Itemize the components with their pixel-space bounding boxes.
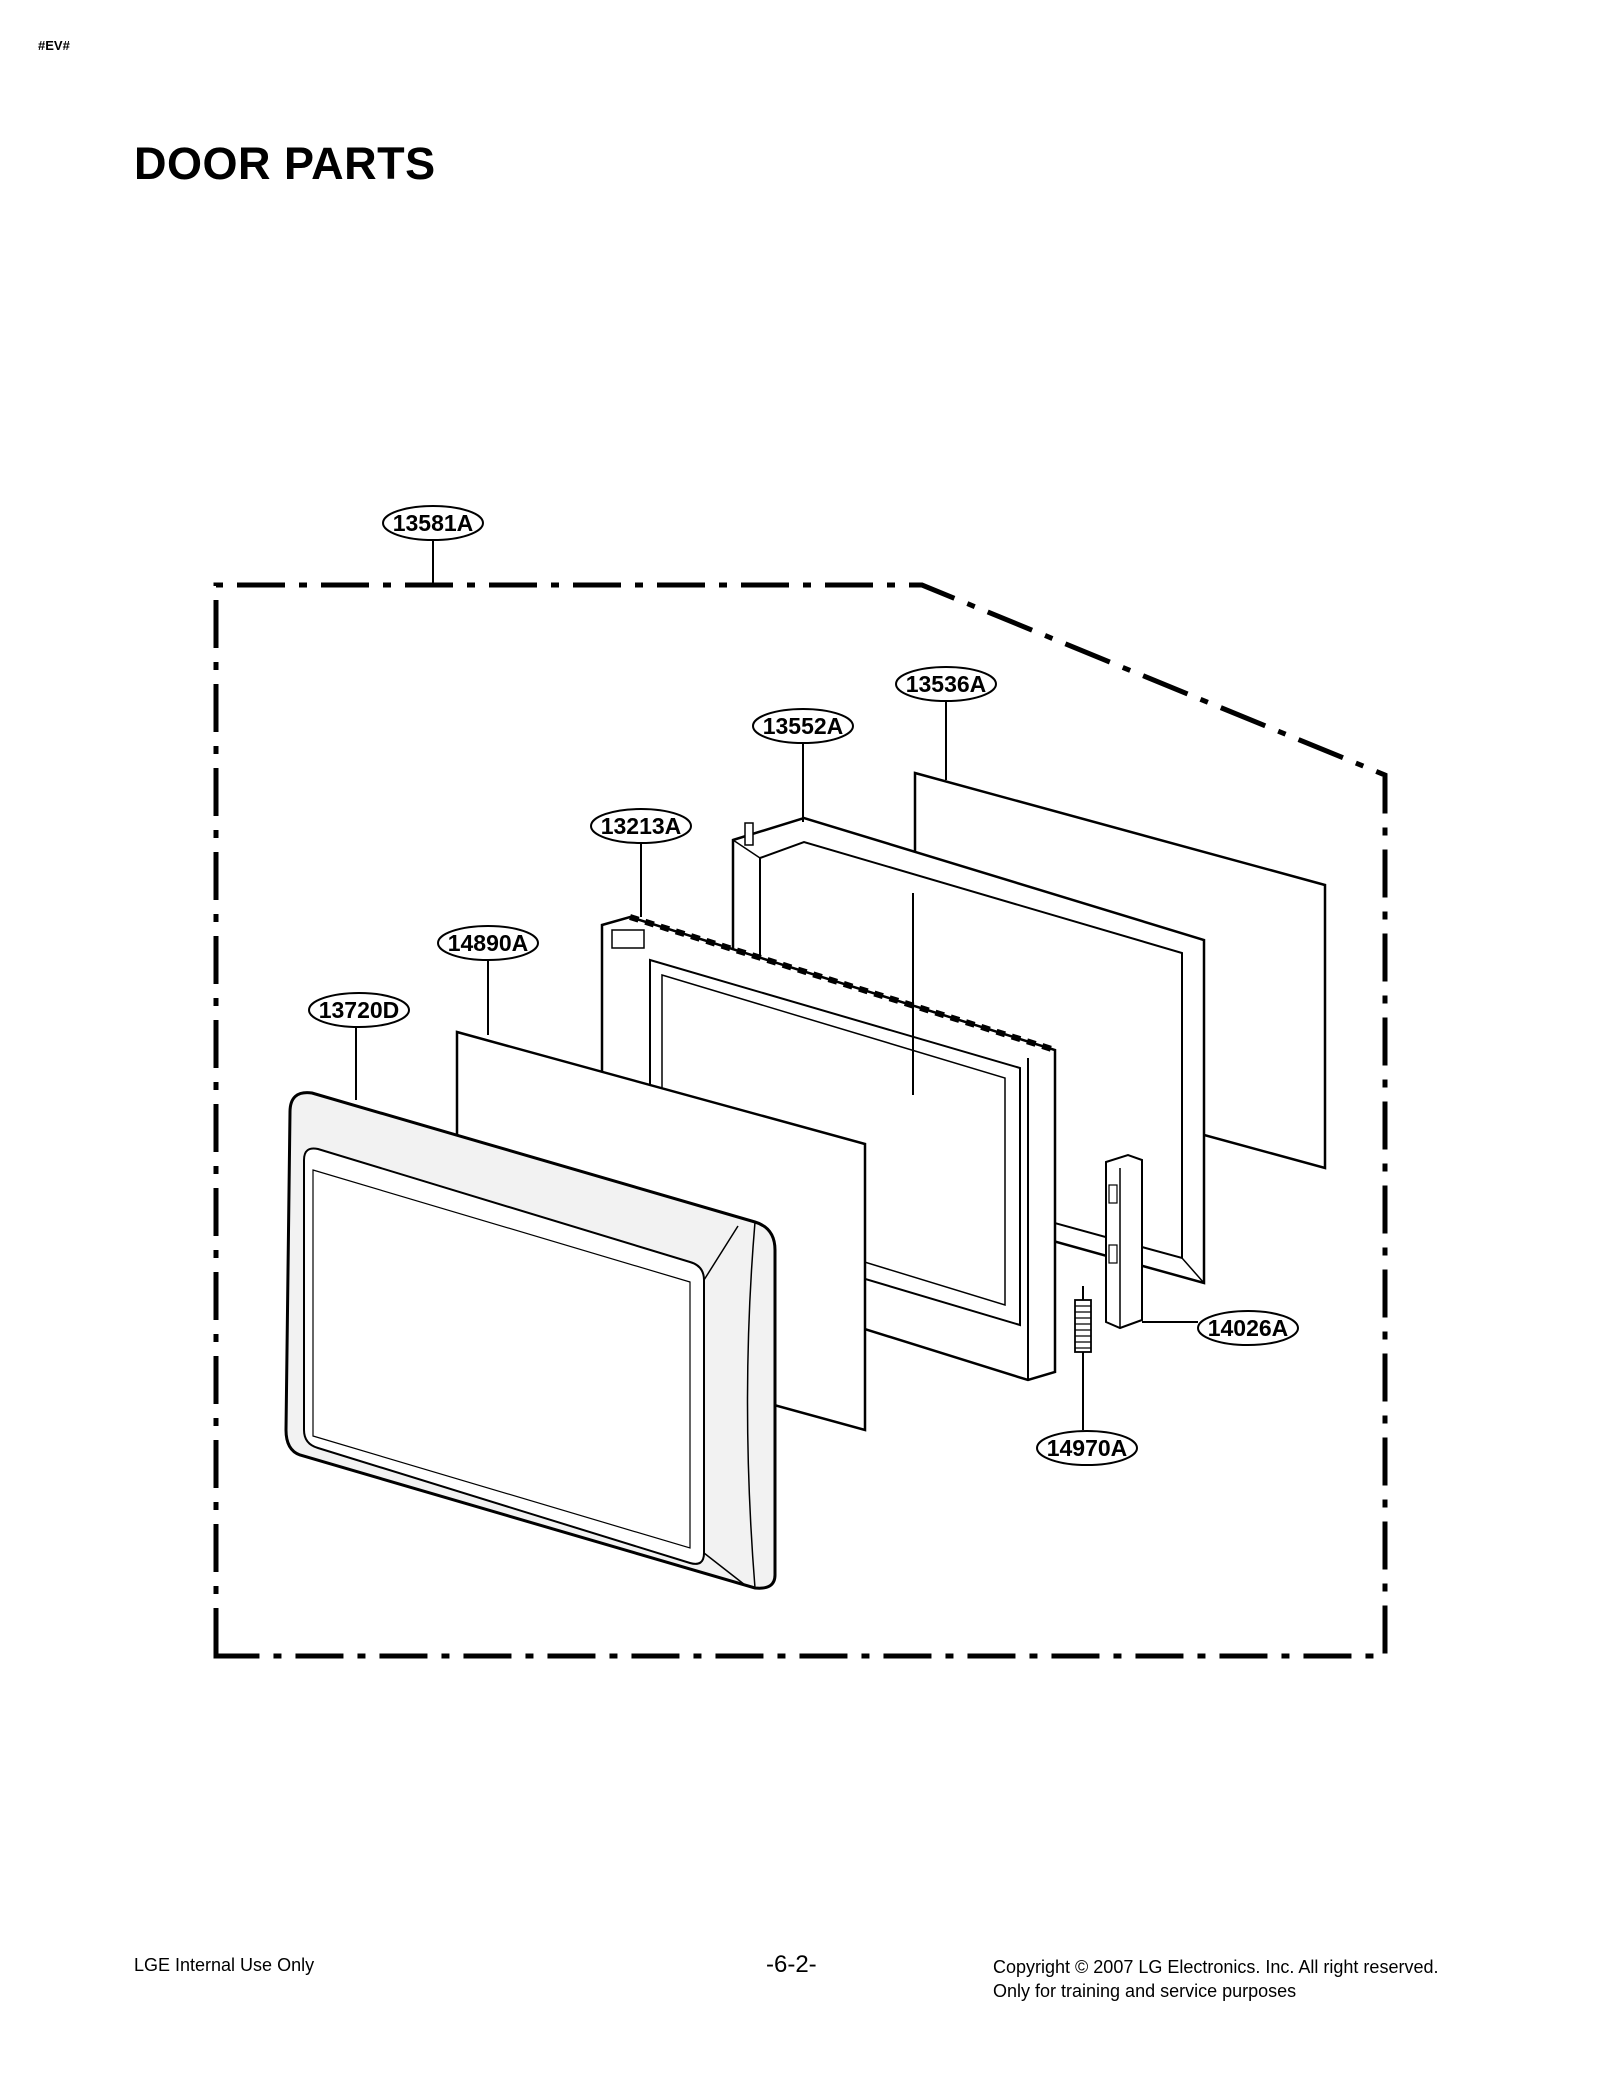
callout-label: 14026A xyxy=(1208,1315,1289,1341)
part-14026a-latch xyxy=(1105,1153,1143,1330)
part-14970a-spring xyxy=(1074,1286,1092,1364)
callout-14970a: 14970A xyxy=(1036,1430,1138,1466)
assembly-boundary xyxy=(213,582,1388,1659)
callout-13581a: 13581A xyxy=(382,505,484,541)
leader-lines xyxy=(355,540,1198,1430)
callout-label: 13213A xyxy=(601,813,682,839)
callout-14026a: 14026A xyxy=(1197,1310,1299,1346)
callout-13213a: 13213A xyxy=(590,808,692,844)
copyright-line-2: Only for training and service purposes xyxy=(993,1981,1297,2001)
callout-label: 13536A xyxy=(906,671,987,697)
callout-13536a: 13536A xyxy=(895,666,997,702)
callout-14890a: 14890A xyxy=(437,925,539,961)
callout-label: 13581A xyxy=(393,510,474,536)
callout-13720d: 13720D xyxy=(308,992,410,1028)
callout-13552a: 13552A xyxy=(752,708,854,744)
page-title: DOOR PARTS xyxy=(134,138,436,189)
callout-label: 14970A xyxy=(1047,1435,1128,1461)
copyright-line-1: Copyright © 2007 LG Electronics. Inc. Al… xyxy=(993,1957,1439,1977)
callout-label: 13552A xyxy=(763,713,844,739)
callout-label: 14890A xyxy=(448,930,529,956)
document-tag: #EV# xyxy=(38,38,70,53)
part-13720d-door-frame xyxy=(284,1091,777,1590)
footer-copyright: Copyright © 2007 LG Electronics. Inc. Al… xyxy=(993,1955,1438,2003)
footer-internal-use: LGE Internal Use Only xyxy=(134,1955,315,1975)
footer-page-number: -6-2- xyxy=(766,1951,817,1978)
callout-label: 13720D xyxy=(319,997,400,1023)
